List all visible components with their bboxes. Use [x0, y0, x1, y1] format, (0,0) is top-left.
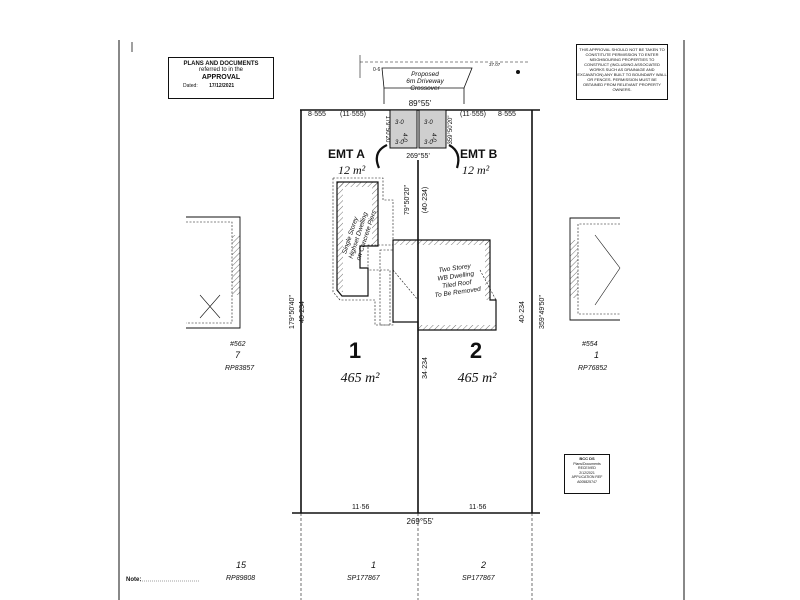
emt-dim-2: 4·0 — [401, 133, 407, 142]
neighbour-left-plan: RP83857 — [225, 365, 255, 372]
disclaimer-text: THIS APPROVAL SHOULD NOT BE TAKEN TO CON… — [577, 47, 667, 92]
driveway-crossover: 0·6 37.07 Proposed 6m Driveway Crossover — [359, 55, 530, 104]
lot-2-area: 465 m² — [458, 371, 498, 386]
received-stamp: BCC DS Plans/Documents RECEIVED 2/12/202… — [564, 454, 610, 494]
front-left-dim: 8·555 — [308, 111, 326, 118]
two-storey-label-3: Tiled Roof — [442, 279, 473, 290]
emt-a-leader — [375, 144, 388, 169]
front-left-paren-dim: (11·555) — [340, 111, 366, 118]
right-length: 40·234 — [519, 301, 526, 323]
neighbour-right-plan: RP76852 — [578, 365, 607, 372]
lot-2-number: 2 — [470, 338, 482, 363]
lot-1-number: 1 — [349, 338, 361, 363]
left-length: 40·234 — [299, 301, 306, 323]
neighbour-right-house-number: #554 — [582, 341, 598, 348]
disclaimer-box: THIS APPROVAL SHOULD NOT BE TAKEN TO CON… — [576, 44, 668, 100]
neighbour-left-house — [186, 216, 241, 329]
emt-dim-3: 3·0 — [395, 140, 404, 146]
pit-icon — [516, 70, 520, 74]
front-right-dim: 8·555 — [498, 111, 516, 118]
two-storey-label-1: Two Storey — [438, 263, 472, 275]
approval-dated: Dated: 17/12/2021 — [183, 83, 273, 89]
emt-dim-5: 4·0 — [430, 133, 436, 142]
neighbour-right-house — [569, 217, 621, 321]
centre-length: (40·234) — [422, 187, 429, 213]
emt-right-bearing: 359°50'20" — [448, 115, 454, 144]
bottom-mid-plan: SP177867 — [347, 575, 381, 582]
crossover-label-1: Proposed — [411, 71, 439, 78]
approval-line-2: referred to in the — [198, 67, 244, 73]
rear-bearing: 269°55' — [407, 517, 434, 526]
crossover-top-dim: 37.07 — [489, 62, 501, 67]
front-right-paren-dim: (11·555) — [460, 111, 486, 118]
neighbour-left-house-number: #562 — [230, 341, 246, 348]
neighbour-right-lot: 1 — [594, 350, 599, 360]
stamp-title: BCC DS — [579, 456, 595, 461]
crossover-left-tick: 0·6 — [373, 67, 380, 73]
lot-1-area: 465 m² — [341, 371, 381, 386]
centre-bearing: 79°50'20" — [403, 184, 411, 214]
stamp-line-3: 2/12/2021 — [579, 470, 595, 475]
bottom-mid-lot: 1 — [371, 560, 376, 570]
emt-b-area: 12 m² — [462, 163, 490, 177]
rear-right-dim: 11·56 — [469, 504, 486, 511]
emt-dim-6: 3·0 — [424, 140, 433, 146]
bottom-right-plan: SP177867 — [462, 575, 496, 582]
crossover-label-2: 6m Driveway — [406, 78, 444, 85]
approval-stamp-box: PLANS AND DOCUMENTS referred to in the A… — [168, 57, 274, 99]
stamp-line-2: RECEIVED — [578, 466, 596, 470]
emt-a-label: EMT A — [328, 147, 365, 161]
bottom-right-lot: 2 — [480, 560, 486, 570]
bottom-left-plan: RP89808 — [226, 575, 255, 582]
crossover-label-3: Crossover — [410, 85, 440, 92]
bottom-left-lot: 15 — [236, 560, 247, 570]
stamp-line-4: APPLICATION REF — [571, 475, 603, 479]
emt-dim-4: 3·0 — [424, 120, 433, 126]
centre-length-lower: 34·234 — [422, 357, 429, 379]
emt-a-area: 12 m² — [338, 163, 366, 177]
emt-bearing: 269°55' — [406, 152, 430, 160]
emt-b-label: EMT B — [460, 147, 498, 161]
stamp-line-5: A005825747 — [577, 479, 597, 484]
easement-area: 3·0 4·0 3·0 3·0 4·0 3·0 179°50'20" 359°5… — [328, 109, 498, 177]
approval-line-3: APPROVAL — [201, 74, 241, 81]
approval-dated-value: 17/12/2021 — [209, 83, 235, 89]
right-bearing: 359°49'50" — [538, 295, 546, 329]
approval-line-1: PLANS AND DOCUMENTS — [183, 61, 259, 67]
two-storey-dwelling: Two Storey WB Dwelling Tiled Roof To Be … — [379, 239, 497, 331]
front-bearing: 89°55' — [409, 99, 432, 108]
stamp-line-1: Plans/Documents — [573, 461, 601, 466]
emt-dim-1: 3·0 — [395, 120, 404, 126]
approval-dated-label: Dated: — [183, 83, 198, 89]
note-label: Note: — [126, 577, 141, 583]
single-storey-dwelling: Single Storey Highset Dwelling on Concre… — [332, 177, 394, 326]
emt-left-bearing: 179°50'20" — [384, 115, 390, 144]
neighbour-left-lot: 7 — [235, 350, 241, 360]
rear-left-dim: 11·56 — [352, 504, 369, 511]
left-bearing: 179°50'40" — [288, 295, 296, 329]
emt-b-leader — [448, 144, 460, 169]
